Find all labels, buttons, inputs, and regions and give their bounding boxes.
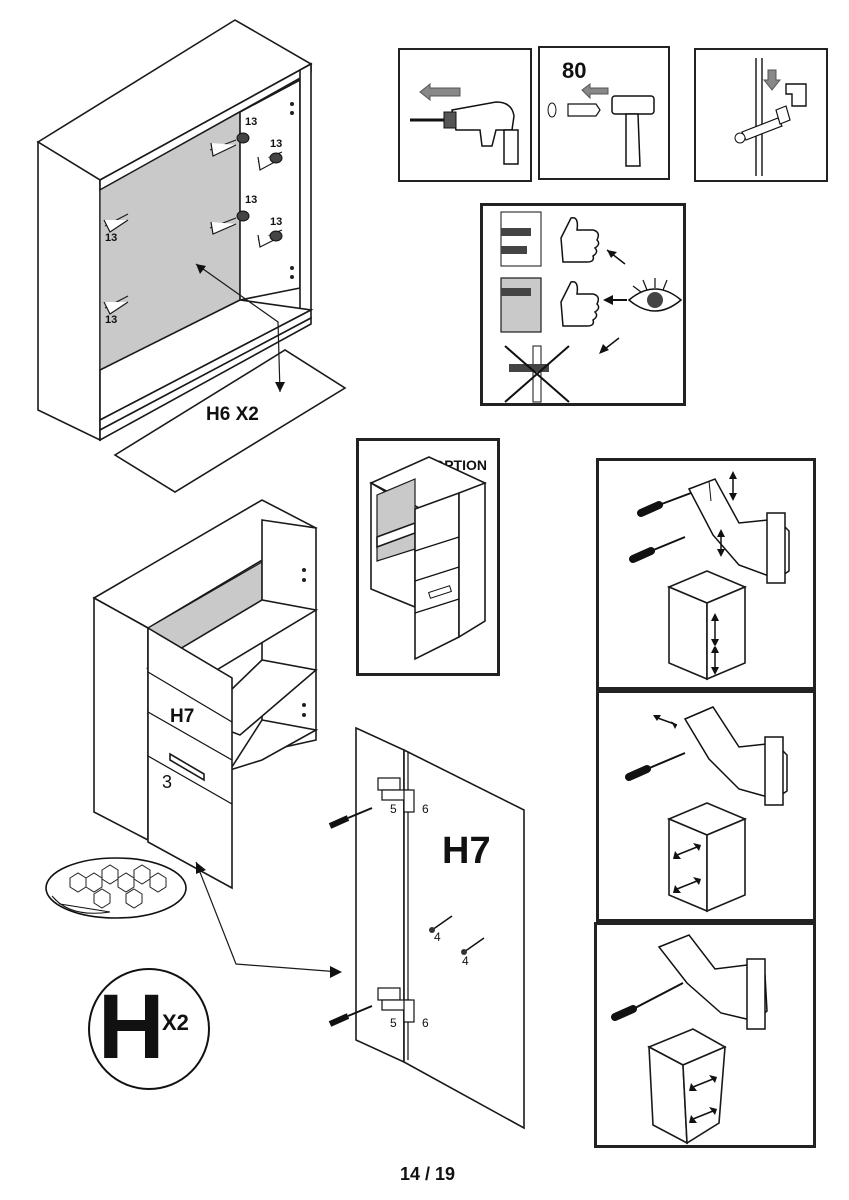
screw-ref-label: 13 (105, 314, 118, 326)
hinge-letter: H (98, 976, 165, 1078)
hinge-ref-5: 5 (390, 1016, 397, 1030)
dowel-length-label: 80 (562, 58, 587, 83)
screw-ref-label: 13 (270, 138, 283, 150)
hinge-ref-6: 6 (422, 802, 429, 816)
hinge-adjust-depth-panel (594, 922, 816, 1148)
screw-ref-label: 13 (245, 194, 258, 206)
dowel-check-panel (480, 203, 686, 406)
door-part-label-h7: H7 (442, 830, 491, 872)
hinge-adjust-vertical-panel (596, 458, 816, 690)
page-number: 14 / 19 (400, 1164, 456, 1184)
hinge-qty: X2 (162, 1010, 189, 1035)
hinge-qty-badge: H X2 (88, 968, 210, 1090)
part-label-h6: H6 X2 (206, 404, 259, 425)
dowel-hammer-panel: 80 (538, 46, 670, 180)
wall-hook-panel (694, 48, 828, 182)
screw-ref-label: 13 (270, 216, 283, 228)
screw-ref-4: 4 (462, 954, 469, 968)
drill-panel (398, 48, 532, 182)
screw-ref-label: 13 (245, 116, 258, 128)
hinge-ref-5: 5 (390, 802, 397, 816)
hinge-ref-6: 6 (422, 1016, 429, 1030)
screw-ref-label: 13 (105, 232, 118, 244)
handle-ref-label: 3 (162, 772, 173, 792)
hinge-adjust-horizontal-panel (596, 690, 816, 922)
option-panel: OPTION (356, 438, 500, 676)
screw-ref-4: 4 (434, 930, 441, 944)
cabinet-part-label-h7: H7 (170, 706, 195, 727)
